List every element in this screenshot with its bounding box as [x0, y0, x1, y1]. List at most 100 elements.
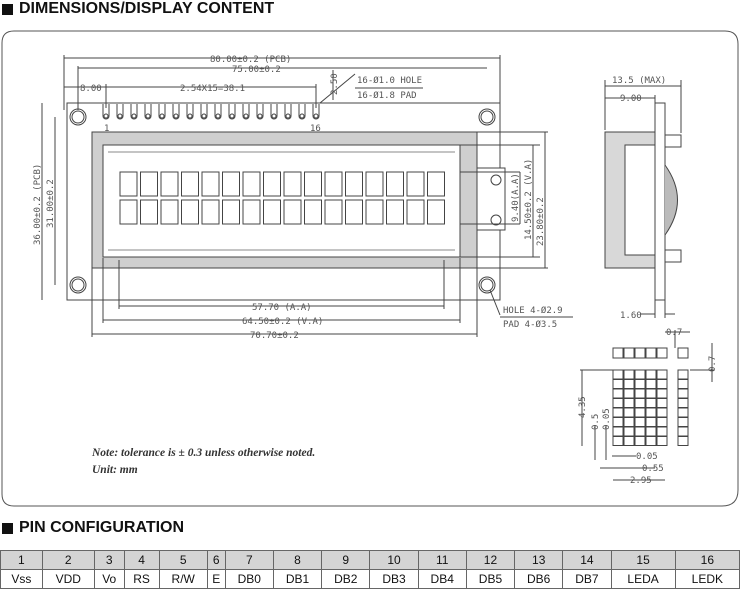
pin-name: DB6: [514, 569, 564, 589]
matrix-dot: [634, 379, 646, 389]
pin-name: DB7: [562, 569, 612, 589]
matrix-dot: [656, 379, 668, 389]
pin-number: 14: [562, 550, 612, 570]
dot-gap-dim: 0.05: [602, 408, 612, 430]
pin-name: E: [206, 569, 226, 589]
va-height-dim: 14.50±0.2 (V.A): [524, 159, 534, 240]
dot-matrix-detail: [612, 347, 689, 446]
pin-hole: [271, 113, 277, 119]
pin-hole: [285, 113, 291, 119]
side-view: [604, 80, 682, 318]
matrix-dot: [612, 426, 624, 437]
matrix-dot: [634, 369, 646, 380]
pin-last-label: 16: [310, 124, 321, 134]
character-cell: [201, 199, 220, 225]
character-cell: [324, 199, 343, 225]
pin: [186, 104, 194, 120]
pin-hole: [187, 113, 193, 119]
mount-hole-label: HOLE 4-Ø2.9: [503, 305, 563, 316]
character-cell: [160, 199, 179, 225]
character-cell: [181, 199, 199, 225]
matrix-dot: [623, 388, 635, 399]
pin-number: 15: [610, 550, 676, 570]
matrix-dot: [634, 407, 646, 418]
matrix-dot: [677, 398, 689, 408]
cursor-dot: [656, 347, 668, 359]
character-cell: [406, 171, 425, 197]
matrix-dot: [656, 388, 668, 399]
drawing-frame: [1, 30, 739, 507]
pin-number: 16: [674, 550, 740, 570]
pin-name: DB2: [321, 569, 371, 589]
matrix-dot: [612, 388, 624, 399]
aa-height-dim: 9.40(A.A): [511, 173, 521, 222]
matrix-dot: [612, 398, 624, 408]
matrix-dot: [612, 407, 624, 418]
character-cell: [201, 171, 220, 197]
matrix-dot: [677, 369, 689, 380]
character-cell: [242, 199, 261, 225]
character-cell: [222, 199, 240, 225]
pin: [214, 104, 222, 120]
character-cell: [406, 199, 425, 225]
pin-number: 7: [224, 550, 274, 570]
pin-name: DB4: [417, 569, 467, 589]
matrix-dot: [645, 369, 657, 380]
pin: [228, 104, 236, 120]
pin: [256, 104, 264, 120]
character-cell: [345, 171, 363, 197]
tolerance-note: Note: tolerance is ± 0.3 unless otherwis…: [92, 447, 316, 459]
pin-number: 8: [272, 550, 323, 570]
dot-pitch-dim: 0.55: [642, 464, 664, 474]
matrix-dot: [656, 436, 668, 446]
pin-name: Vo: [93, 569, 125, 589]
character-cell: [140, 199, 158, 225]
pin-name: R/W: [158, 569, 208, 589]
character-cell: [263, 171, 281, 197]
pin-pitch-dim: 2.54X15=38.1: [180, 84, 245, 94]
matrix-dot: [645, 407, 657, 418]
character-cell: [242, 171, 261, 197]
cursor-dot: [623, 347, 635, 359]
matrix-dot: [645, 417, 657, 427]
pin: [284, 104, 292, 120]
character-cell: [304, 171, 322, 197]
pin-hole: [257, 113, 263, 119]
character-cell: [427, 171, 445, 197]
character-cell: [427, 199, 445, 225]
va-width-dim: 64.50±0.2 (V.A): [242, 317, 323, 327]
matrix-dot: [634, 426, 646, 437]
side-depth-dim: 9.00: [620, 94, 642, 104]
dot-gap-y-dim: 0.7: [708, 356, 718, 372]
pin-number: 3: [93, 550, 125, 570]
matrix-dot: [677, 407, 689, 418]
character-cell: [345, 199, 363, 225]
pin-name: RS: [123, 569, 160, 589]
pin-hole: [201, 113, 207, 119]
pin-hole: [243, 113, 249, 119]
matrix-dot: [623, 436, 635, 446]
heading-square-icon: [2, 522, 13, 534]
matrix-dot: [656, 369, 668, 380]
pin-hole: [131, 113, 137, 119]
pin-name: DB5: [465, 569, 516, 589]
pin-name: DB0: [224, 569, 274, 589]
pcb-height-dim: 36.00±0.2 (PCB): [33, 164, 43, 245]
pin-name: DB1: [272, 569, 323, 589]
matrix-dot: [634, 436, 646, 446]
pin-pad-label: 16-Ø1.8 PAD: [357, 90, 417, 101]
pin-number: 2: [41, 550, 95, 570]
matrix-dot: [612, 417, 624, 427]
matrix-dot: [612, 436, 624, 446]
cursor-dot: [677, 347, 689, 359]
pin: [298, 104, 306, 120]
pin: [312, 104, 320, 120]
character-cell: [222, 171, 240, 197]
matrix-dot: [656, 426, 668, 437]
pin: [116, 104, 124, 120]
pin-number: 9: [321, 550, 371, 570]
matrix-dot: [623, 407, 635, 418]
pin-hole: [299, 113, 305, 119]
